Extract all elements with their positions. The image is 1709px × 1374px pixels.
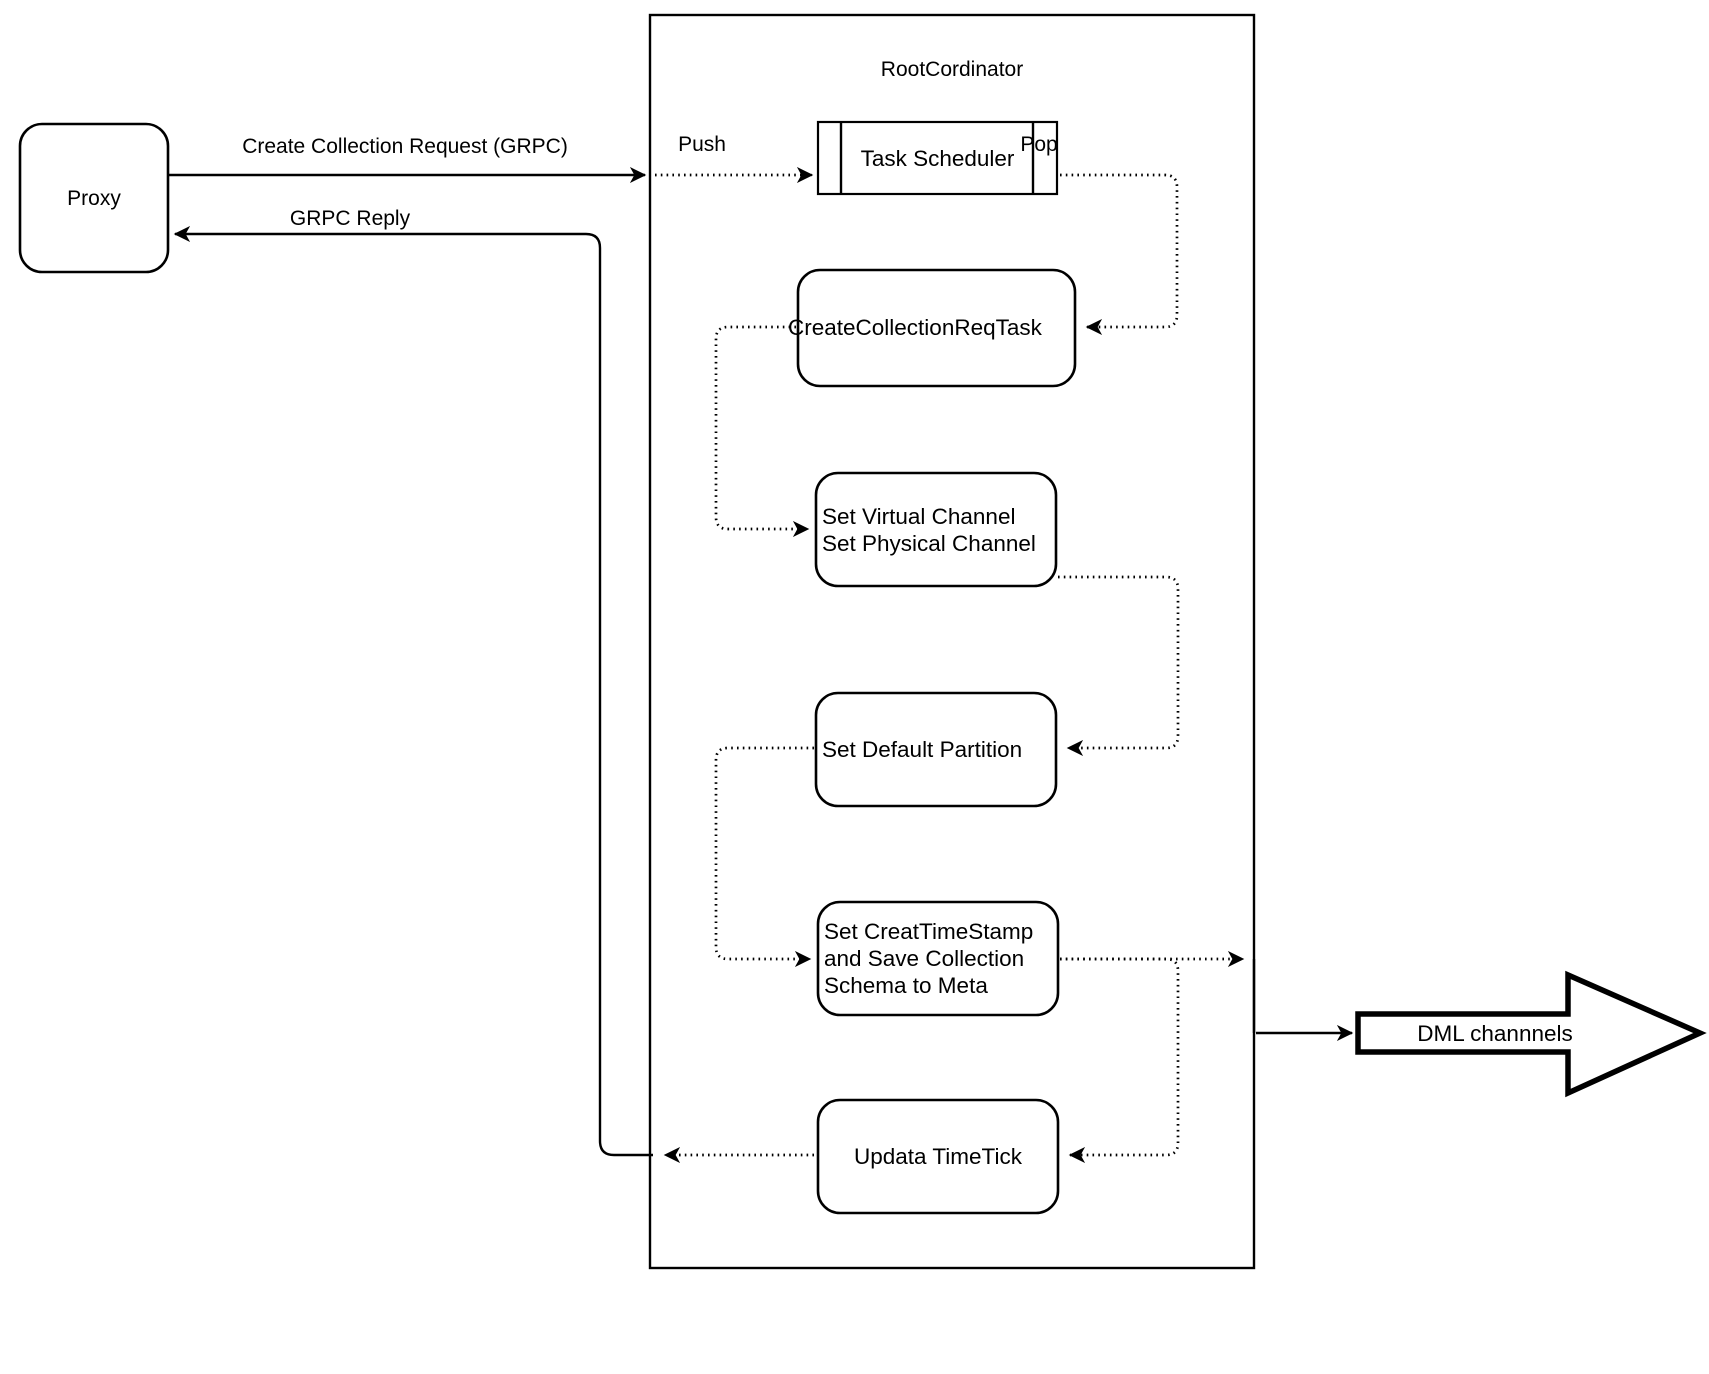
set-timestamp-shape[interactable] — [816, 900, 1060, 1017]
set-channel-label-line2: Set Physical Channel — [822, 531, 1036, 556]
edge-timestamp-to-updata-timetick — [1060, 957, 1180, 1164]
create-collection-req-task-shape[interactable] — [796, 268, 1077, 388]
updata-timetick-shape[interactable] — [816, 1098, 1060, 1215]
edge-label-push: Push — [678, 133, 726, 156]
set-default-partition-label: Set Default Partition — [822, 737, 1023, 762]
set-channel-shape[interactable] — [814, 471, 1058, 588]
edge-label-grpc-reply: GRPC Reply — [289, 207, 411, 230]
set-timestamp-label-line3: Schema to Meta — [824, 973, 988, 998]
set-default-partition-shape[interactable] — [814, 691, 1058, 808]
edge-grpc-reply — [173, 225, 653, 1157]
set-channel-label-group: Set Virtual Channel Set Physical Channel — [822, 503, 1082, 557]
edge-task-to-set-channel — [714, 325, 810, 538]
dml-channels-arrow-shape[interactable] — [1355, 970, 1707, 1098]
proxy-node-label: Proxy — [67, 187, 121, 210]
edge-pop — [1060, 173, 1179, 336]
edge-label-create-collection-request: Create Collection Request (GRPC) — [242, 135, 568, 158]
set-timestamp-label-line1: Set CreatTimeStamp — [824, 919, 1034, 944]
task-scheduler-shape[interactable] — [816, 120, 1059, 196]
create-collection-req-task-label: CreateCollectionReqTask — [788, 315, 1042, 340]
task-scheduler-label: Task Scheduler — [860, 146, 1015, 171]
updata-timetick-label: Updata TimeTick — [854, 1144, 1022, 1169]
rootcordinator-title: RootCordinator — [880, 58, 1024, 81]
edge-label-pop: Pop — [1020, 133, 1058, 156]
set-timestamp-label-group: Set CreatTimeStamp and Save Collection S… — [824, 918, 1074, 999]
rootcordinator-container — [648, 13, 1256, 1270]
proxy-node-shape[interactable] — [18, 122, 170, 274]
set-timestamp-label-line2: and Save Collection — [824, 946, 1025, 971]
dml-channels-label: DML channnels — [1417, 1021, 1573, 1046]
set-channel-label-line1: Set Virtual Channel — [822, 504, 1016, 529]
